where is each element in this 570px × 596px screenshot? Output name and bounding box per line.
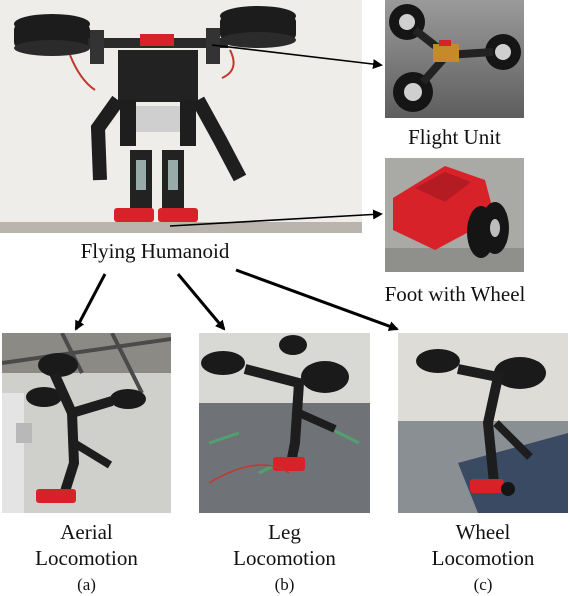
flying-humanoid-label: Flying Humanoid [80,239,230,263]
wheel-locomotion-label: Wheel Locomotion [398,519,568,571]
leg-locomotion-label: Leg Locomotion [199,519,370,571]
wheel-locomotion-photo [398,333,568,513]
foot-with-wheel-label: Foot with Wheel [384,282,526,306]
aerial-label-line1: Aerial [60,520,113,544]
flight-unit-photo [385,0,524,118]
right-ducted-fan [220,6,296,48]
subfigure-label-b: (b) [274,575,295,594]
wheel-label-line1: Wheel [455,520,511,544]
leg-label-line2: Locomotion [233,546,336,570]
aerial-locomotion-photo [2,333,171,513]
wheel-label-line2: Locomotion [431,546,535,570]
arrow-to-aerial [74,273,107,331]
leg-locomotion-photo [199,333,370,513]
flying-humanoid-photo [0,0,362,233]
flight-unit-label: Flight Unit [408,125,501,149]
leg-label-line1: Leg [268,520,301,544]
subfigure-label-c: (c) [473,575,493,594]
aerial-locomotion-label: Aerial Locomotion [2,519,171,571]
aerial-label-line2: Locomotion [35,546,138,570]
arrow-to-leg [176,273,226,331]
left-ducted-fan [14,14,90,56]
foot-with-wheel-photo [385,158,524,272]
subfigure-label-a: (a) [77,575,96,594]
